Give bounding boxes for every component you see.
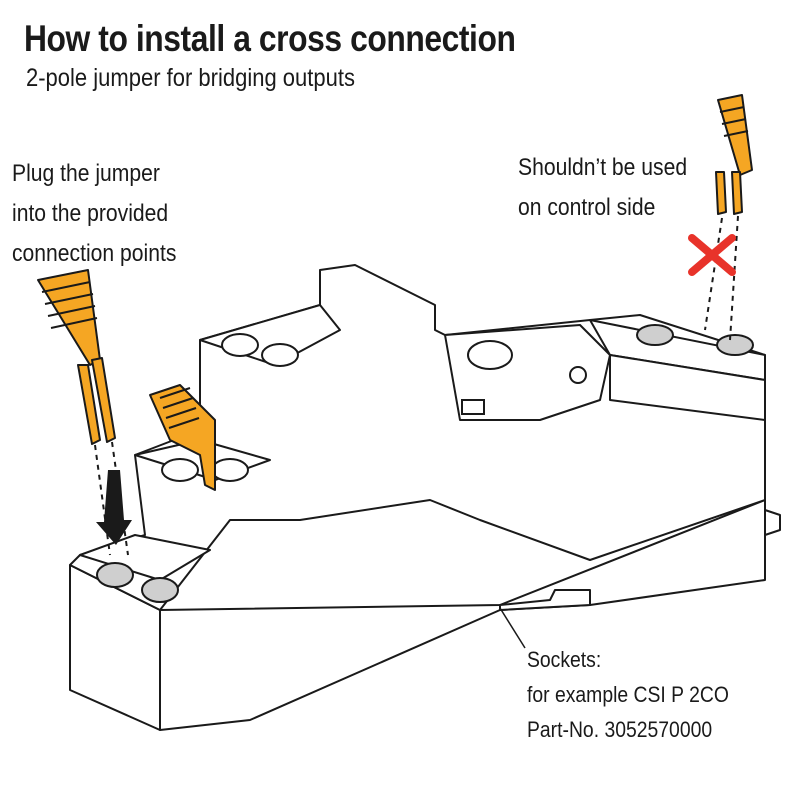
instruction-line: into the provided — [12, 200, 169, 227]
page-title: How to install a cross connection — [24, 18, 516, 59]
not-allowed-cross — [688, 234, 736, 276]
terminal-hole — [221, 333, 259, 357]
sockets-line: Sockets: — [527, 647, 602, 672]
terminal-hole — [96, 562, 134, 588]
instruction-line: connection points — [12, 240, 177, 267]
terminal-hole — [141, 577, 179, 603]
socket-base — [499, 589, 591, 611]
page-subtitle: 2-pole jumper for bridging outputs — [26, 64, 355, 92]
jumper-inserted — [149, 384, 216, 491]
jumper-right — [715, 94, 753, 215]
terminal-hole — [261, 343, 299, 367]
insert-arrow — [96, 470, 132, 545]
terminal-hole — [636, 324, 674, 346]
terminal-hole — [211, 458, 249, 482]
jumper-left — [37, 269, 116, 445]
instruction-line: Plug the jumper — [12, 160, 160, 187]
warning-line: on control side — [518, 194, 656, 221]
warning-note: Shouldn’t be used on control side — [518, 148, 687, 228]
sockets-line: Part-No. 3052570000 — [527, 717, 713, 742]
sockets-leader-line — [499, 607, 526, 649]
sockets-note: Sockets: for example CSI P 2CO Part-No. … — [527, 642, 729, 747]
warning-line: Shouldn’t be used — [518, 154, 688, 181]
instruction-note: Plug the jumper into the provided connec… — [12, 154, 176, 274]
terminal-hole — [716, 334, 754, 356]
terminal-hole — [161, 458, 199, 482]
sockets-line: for example CSI P 2CO — [527, 682, 729, 707]
